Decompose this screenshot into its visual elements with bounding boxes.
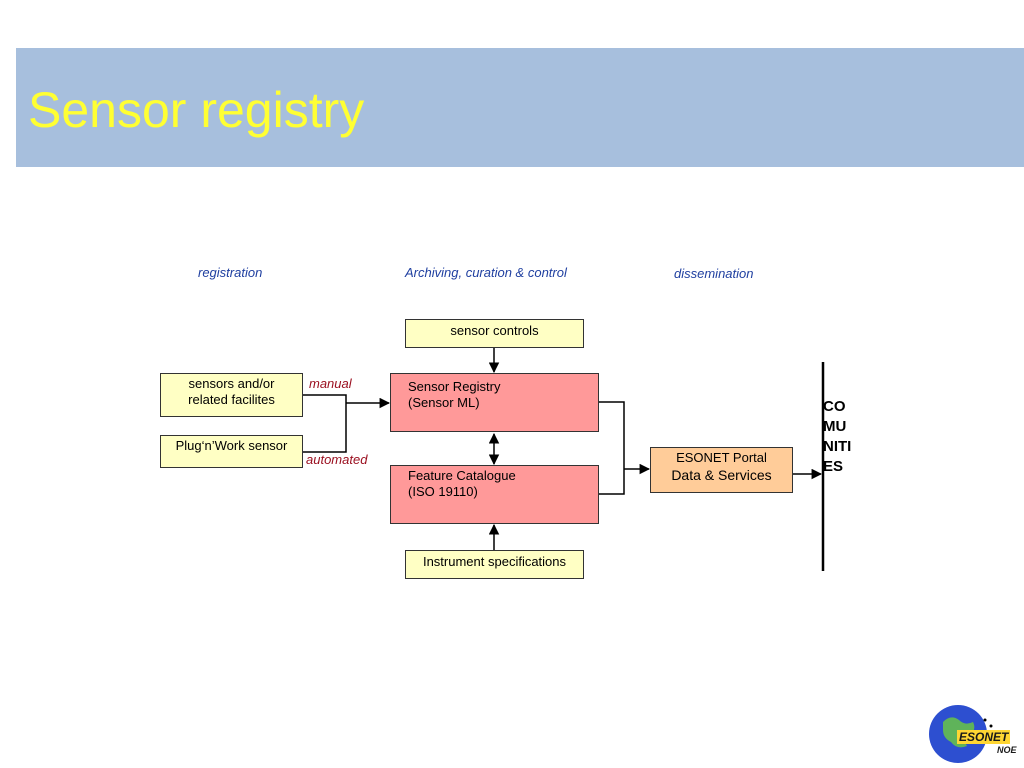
instrument-specs-box: Instrument specifications (405, 550, 584, 579)
portal-line1: ESONET Portal (676, 450, 767, 465)
esonet-portal-box: ESONET Portal Data & Services (650, 447, 793, 493)
feature-catalogue-line1: Feature Catalogue (408, 468, 516, 483)
line-sensors-merge (303, 394, 347, 453)
sensors-facilities-line1: sensors and/or (188, 376, 275, 391)
communities-label: COMUNITIES (823, 398, 852, 475)
dissemination-label: dissemination (674, 266, 754, 281)
plug-n-work-box: Plug‘n’Work sensor (160, 435, 303, 468)
portal-line2: Data & Services (671, 467, 772, 483)
sensor-controls-label: sensor controls (450, 323, 539, 338)
sensor-registry-box: Sensor Registry (Sensor ML) (390, 373, 599, 432)
automated-label: automated (306, 452, 368, 467)
sensors-facilities-line2: related facilites (188, 392, 275, 407)
sensors-facilities-box: sensors and/or related facilites (160, 373, 303, 417)
registration-label: registration (198, 265, 263, 280)
line-registry-merge (599, 401, 625, 495)
slide-title: Sensor registry (28, 82, 365, 138)
sensor-controls-box: sensor controls (405, 319, 584, 348)
instrument-specs-label: Instrument specifications (422, 554, 567, 569)
archiving-label: Archiving, curation & control (405, 265, 567, 280)
feature-catalogue-box: Feature Catalogue (ISO 19110) (390, 465, 599, 524)
esonet-logo: ESONET NOE (925, 700, 1020, 765)
title-banner (16, 48, 1024, 167)
logo-text: ESONET (957, 730, 1011, 744)
plug-n-work-label: Plug‘n’Work sensor (175, 438, 288, 453)
sensor-registry-line2: (Sensor ML) (408, 395, 480, 410)
sensor-registry-line1: Sensor Registry (408, 379, 501, 394)
logo-subtext: NOE (997, 745, 1017, 755)
feature-catalogue-line2: (ISO 19110) (408, 484, 478, 499)
manual-label: manual (309, 376, 352, 391)
